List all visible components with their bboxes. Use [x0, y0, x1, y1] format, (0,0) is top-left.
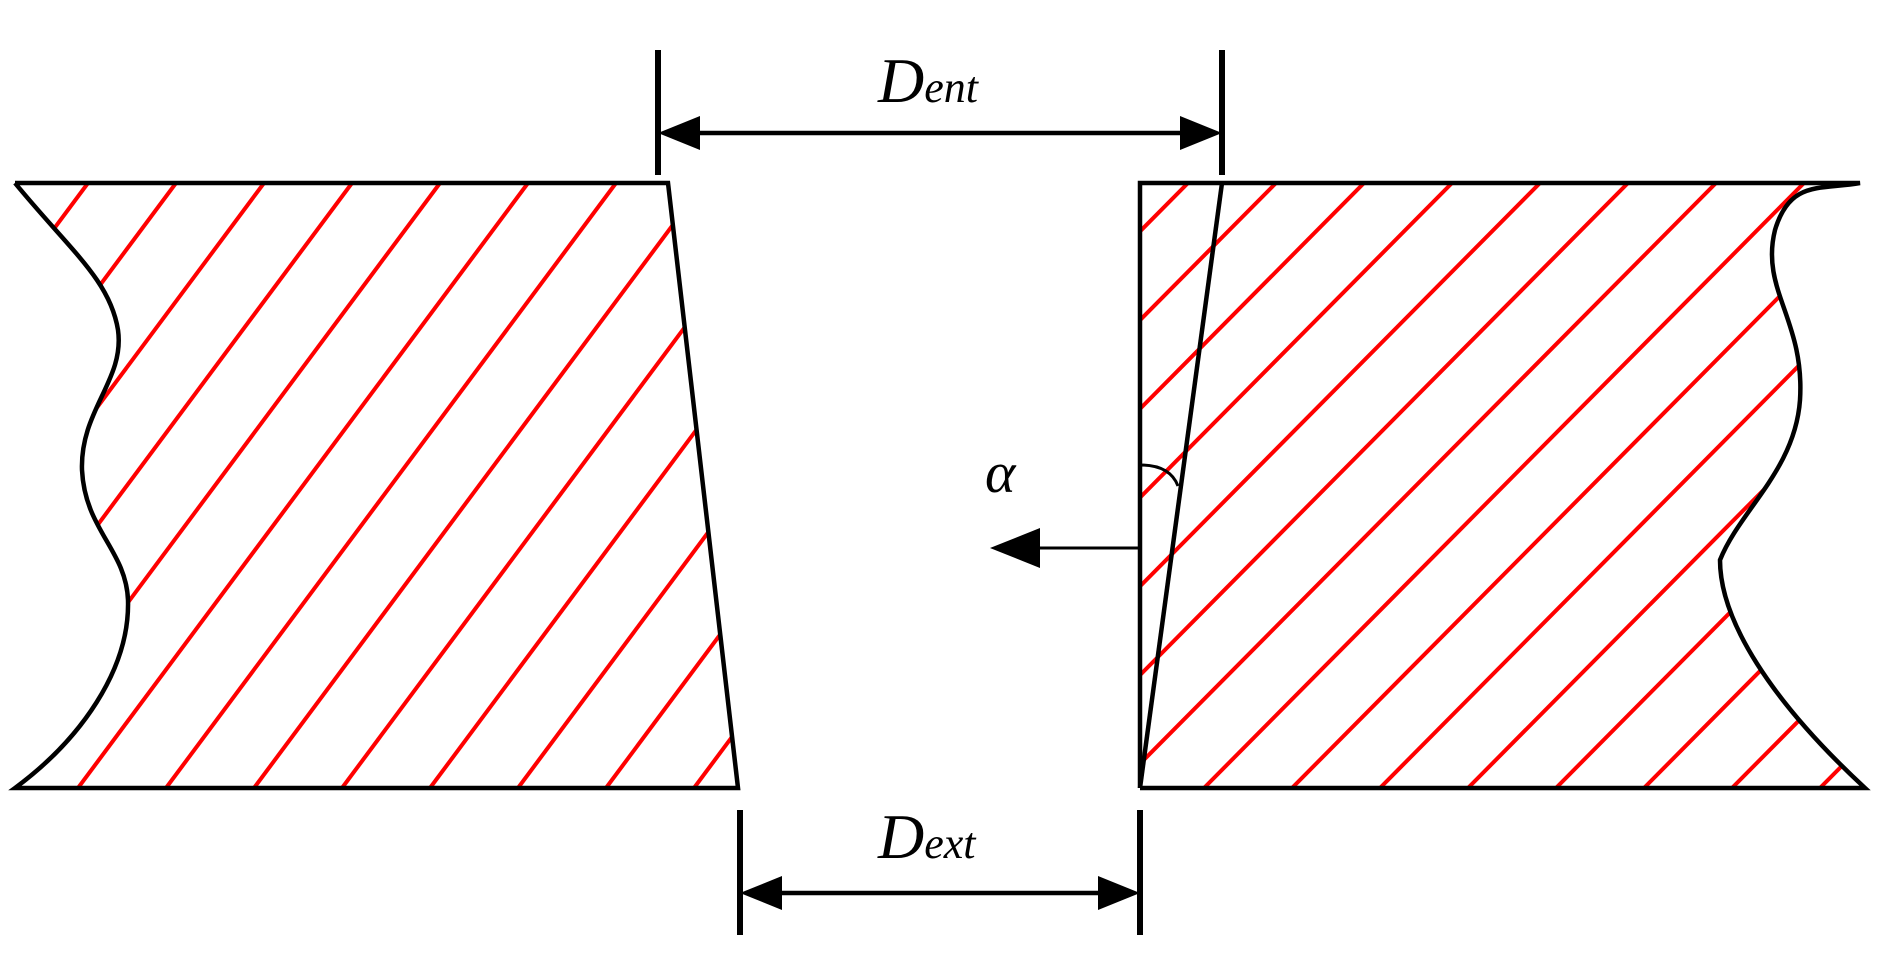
- right-hatch-line: [1554, 183, 1865, 788]
- right-hatch-line: [1290, 183, 1865, 788]
- left-hatch-line: [15, 183, 90, 788]
- entrance-arrow-left: [658, 116, 700, 150]
- right-block-outline: [1137, 180, 1871, 791]
- left-hatch-line: [15, 183, 354, 788]
- exit-diameter-label: Dext: [877, 801, 977, 872]
- left-hatch-line: [15, 183, 266, 788]
- left-hatch-line: [15, 183, 178, 788]
- left-hatch-line: [428, 183, 738, 788]
- left-hatch-line: [692, 183, 738, 788]
- exit-arrow-right: [1098, 876, 1140, 910]
- left-hatch-line: [340, 183, 738, 788]
- entrance-arrow-right: [1180, 116, 1222, 150]
- left-hatch-line: [252, 183, 706, 788]
- right-block-hatching: [1140, 183, 1865, 788]
- left-hatch-line: [164, 183, 618, 788]
- right-hatch-line: [1140, 183, 1278, 788]
- entrance-diameter-dimension: [655, 50, 1225, 175]
- right-hatch-line: [1140, 183, 1718, 788]
- taper-angle-annotation: [990, 463, 1180, 568]
- angle-arc: [1139, 463, 1180, 487]
- right-hatch-line: [1140, 183, 1542, 788]
- right-hatch-line: [1730, 183, 1865, 788]
- angle-pointer-arrowhead: [990, 528, 1040, 568]
- left-block-hatching: [15, 183, 738, 788]
- left-hatch-line: [604, 183, 738, 788]
- left-hatch-line: [516, 183, 738, 788]
- right-hatch-line: [1140, 183, 1366, 788]
- exit-arrow-left: [740, 876, 782, 910]
- taper-angle-label: α: [985, 440, 1017, 505]
- right-hatch-line: [1140, 183, 1630, 788]
- right-hatch-line: [1378, 183, 1865, 788]
- right-hatch-line: [1202, 183, 1806, 788]
- exit-diameter-dimension: [737, 810, 1143, 935]
- right-hatch-line: [1818, 183, 1865, 788]
- right-hatch-line: [1642, 183, 1865, 788]
- entrance-diameter-label: Dent: [877, 45, 980, 116]
- right-hole-wall: [1137, 182, 1225, 789]
- left-hatch-line: [15, 183, 442, 788]
- left-hatch-line: [76, 183, 530, 788]
- right-hatch-line: [1140, 183, 1454, 788]
- right-hatch-line: [1466, 183, 1865, 788]
- left-block-outline: [8, 180, 741, 791]
